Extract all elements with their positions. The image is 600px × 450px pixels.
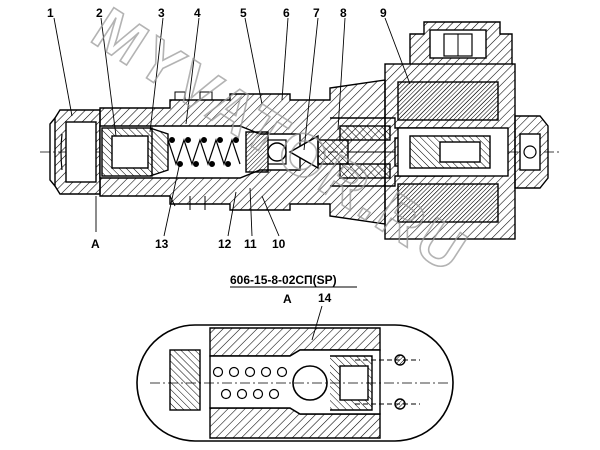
callout-12: 12 (218, 237, 232, 251)
drawing-caption: 606-15-8-02СП(SP) (230, 273, 337, 287)
callout-14: 14 (318, 291, 332, 305)
solenoid-coil (384, 63, 516, 240)
valve-section-view (40, 21, 560, 240)
callout-3: 3 (158, 6, 165, 20)
callout-9: 9 (380, 6, 387, 20)
sleeve (101, 127, 169, 177)
end-nut (49, 109, 101, 195)
spring (167, 137, 241, 168)
poppet (288, 134, 395, 170)
seat-and-ball (245, 131, 287, 173)
callout-5: 5 (240, 6, 247, 20)
callout-2: 2 (96, 6, 103, 20)
callout-7: 7 (313, 6, 320, 20)
callout-4: 4 (194, 6, 201, 20)
view-label-main: A (91, 237, 100, 251)
callout-10: 10 (272, 237, 286, 251)
callout-6: 6 (283, 6, 290, 20)
view-label-detail: A (283, 292, 292, 306)
callout-13: 13 (155, 237, 169, 251)
end-cap (514, 115, 549, 189)
leader-lines (53, 17, 411, 237)
detail-view-a (136, 324, 454, 442)
callout-labels: 1 2 3 4 5 6 7 8 9 13 12 11 10 A (47, 6, 387, 251)
callout-11: 11 (244, 237, 257, 251)
callout-1: 1 (47, 6, 54, 20)
electrical-connector (409, 21, 513, 64)
callout-8: 8 (340, 6, 347, 20)
